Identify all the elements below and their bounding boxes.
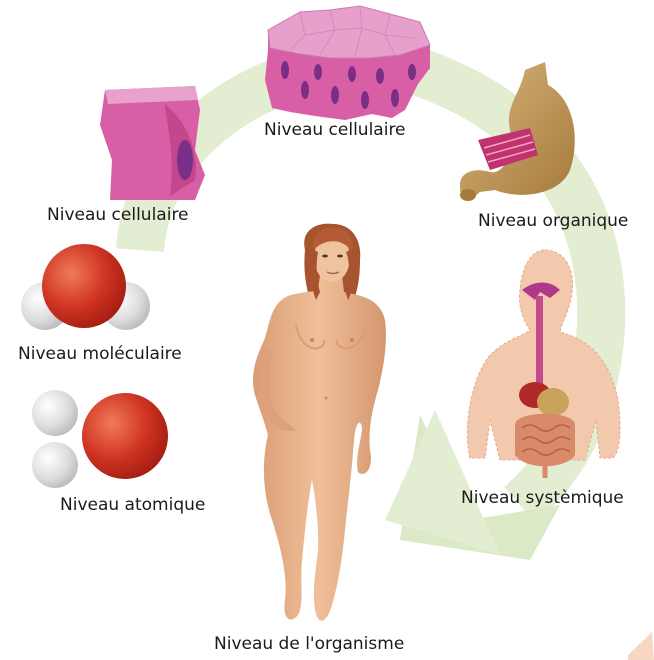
tissue-block-icon (265, 6, 430, 120)
atoms-icon (32, 390, 168, 488)
label-molecular-level: Niveau moléculaire (18, 346, 182, 363)
water-molecule-icon (21, 244, 150, 330)
label-organism-level: Niveau de l'organisme (214, 636, 404, 653)
label-cellular-level-top: Niveau cellulaire (264, 122, 406, 139)
cell-column-icon (100, 86, 205, 200)
decorative-fragment (628, 632, 654, 660)
label-organ-level: Niveau organique (478, 213, 628, 230)
label-atomic-level: Niveau atomique (60, 497, 205, 514)
label-system-level: Niveau systèmique (461, 490, 624, 507)
human-body-icon (253, 224, 386, 621)
label-cellular-level-left: Niveau cellulaire (47, 207, 189, 224)
